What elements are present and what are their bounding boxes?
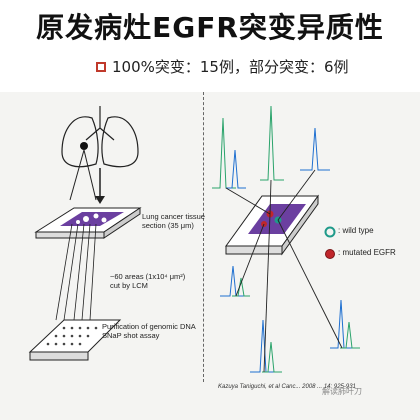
subtitle: 100%突变：15例，部分突变：6例 [112, 58, 349, 76]
subtitle-row: 100%突变：15例，部分突变：6例 [96, 56, 349, 77]
peak-top-center [260, 105, 284, 181]
panel-divider [203, 92, 204, 382]
figure-panel [0, 92, 420, 420]
peak-top-right [300, 127, 330, 171]
peak-bottom-left [220, 265, 246, 297]
purification-label: Purification of genomic DNA SNaP shot as… [102, 322, 196, 341]
down-arrow-icon [95, 196, 105, 204]
legend-mutated-egfr: : mutated EGFR [338, 248, 396, 257]
well-plate [28, 319, 122, 361]
peak-bottom-center [250, 319, 278, 373]
wild-type-icon [324, 226, 336, 238]
citation: Kazuya Taniguchi, et al Canc... 2008 ...… [218, 384, 356, 390]
page-title: 原发病灶EGFR突变异质性 [36, 11, 384, 44]
lung-illustration [61, 106, 139, 168]
legend-wild-type: : wild type [338, 226, 374, 235]
watermark: 解读肺叶刀 [322, 387, 362, 396]
peak-bottom-right [330, 299, 354, 349]
mutated-egfr-icon [325, 249, 335, 259]
tissue-label: Lung cancer tissue section (35 μm) [142, 212, 205, 231]
tumor-spot-icon [80, 142, 88, 150]
areas-label: ~60 areas (1x10⁴ μm²) cut by LCM [110, 272, 186, 291]
square-bullet-icon [96, 61, 106, 72]
tissue-section [60, 212, 124, 226]
